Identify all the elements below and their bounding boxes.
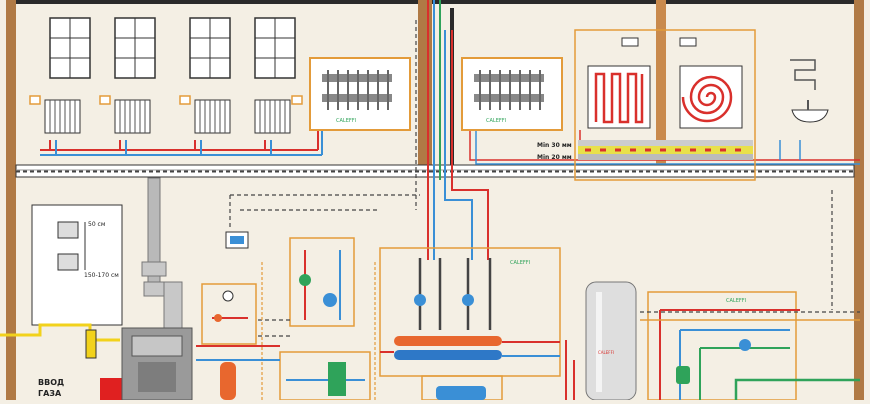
radiator-1 (29, 95, 81, 134)
window-1 (49, 17, 91, 79)
gas-inlet-label-2: ГАЗА (38, 389, 62, 398)
window-2 (114, 17, 156, 79)
wiring-dashed (258, 319, 290, 337)
brand-label-left: CALEFFI (336, 118, 356, 124)
boundary-dashed (261, 262, 376, 400)
main-distribution-lines (196, 190, 860, 361)
sink-icon (791, 100, 829, 123)
pump-group-left (289, 237, 355, 327)
gas-inlet-label-1: ВВОД (38, 378, 64, 387)
brand-label-group: CALEFFI (726, 298, 746, 304)
radiator-3 (179, 95, 231, 134)
window-3 (189, 17, 231, 79)
underfloor-heating: Min 30 мм Min 20 мм (537, 29, 756, 181)
windows (49, 17, 296, 79)
boiler (121, 327, 193, 401)
gas-inlet: ВВОД ГАЗА (0, 323, 128, 400)
dim-50-label: 50 см (88, 221, 105, 228)
brand-label-right: CALEFFI (486, 118, 506, 124)
expansion-tank (220, 362, 236, 400)
window-4 (254, 17, 296, 79)
heating-loop-serpentine (587, 65, 651, 129)
controller (225, 194, 420, 249)
radiator-2 (99, 95, 151, 134)
dim-150-170-label: 150-170 см (84, 272, 119, 279)
heating-loop-spiral (679, 65, 743, 129)
risers (415, 0, 489, 260)
gas-meter-panel: 50 см 150-170 см (31, 204, 123, 326)
min-20-label: Min 20 мм (537, 154, 572, 161)
chimney (141, 177, 183, 331)
pump-group-lower (279, 351, 371, 401)
brand-label-heater: CALEFFI (598, 350, 614, 355)
water-heater: CALEFFI (565, 281, 637, 401)
manifold-cabinet-left: CALEFFI (309, 57, 411, 131)
radiator-4 (254, 95, 303, 134)
safety-group (201, 283, 257, 345)
radiators (29, 95, 303, 134)
min-30-label: Min 30 мм (537, 142, 572, 149)
screed-layers (578, 140, 753, 160)
brand-label-center: CALEFFI (510, 260, 530, 266)
manifold-cabinet-right: CALEFFI (461, 57, 563, 131)
